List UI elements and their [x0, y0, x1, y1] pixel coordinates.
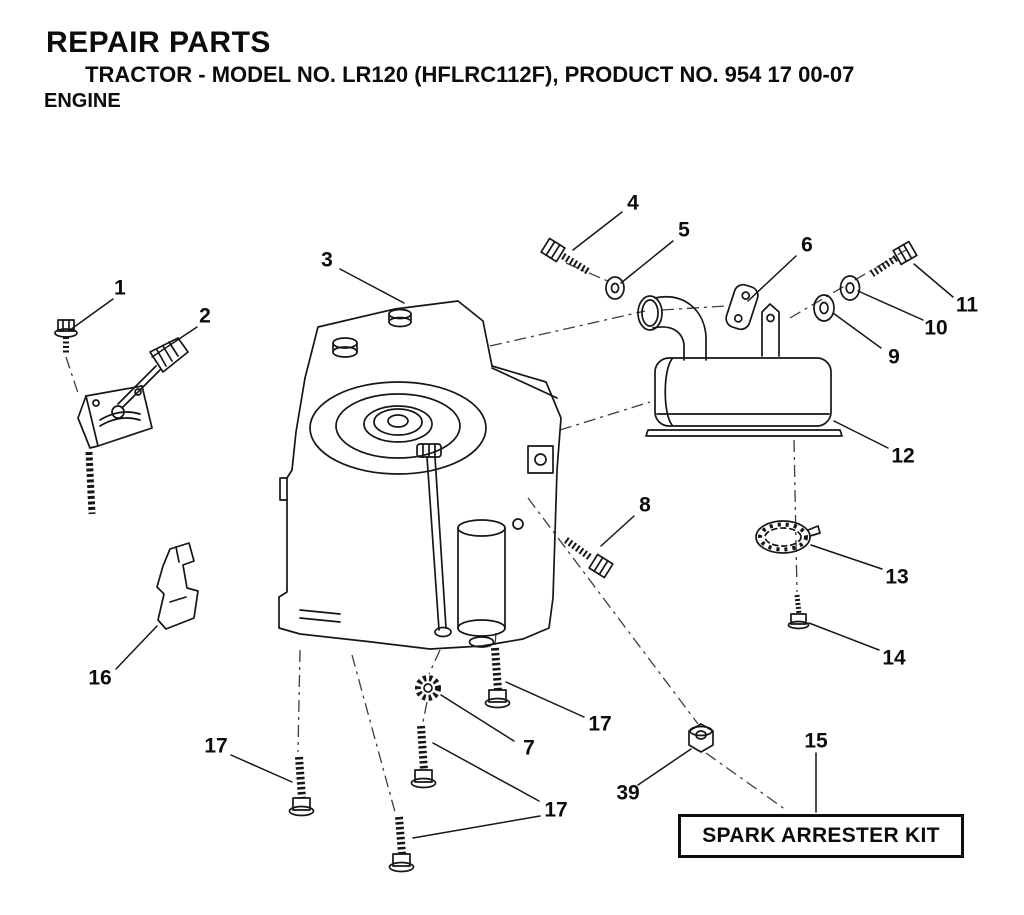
callout-16: 16 — [88, 666, 112, 690]
part-10-washer — [839, 275, 861, 301]
callout-5: 5 — [678, 218, 690, 242]
part-13-spark-arrester-screen — [755, 520, 821, 554]
part-17-bolt-bottom — [388, 816, 415, 873]
callout-13: 13 — [885, 565, 909, 589]
callout-7: 7 — [523, 736, 535, 760]
callout-11: 11 — [955, 293, 979, 317]
part-16-bracket — [156, 542, 199, 630]
callout-39: 39 — [616, 781, 640, 805]
part-9-washer — [813, 294, 835, 322]
callout-3: 3 — [321, 248, 333, 272]
section-label: ENGINE — [44, 90, 121, 112]
model-line: TRACTOR - MODEL NO. LR120 (HFLRC112F), P… — [85, 62, 855, 87]
callout-12: 12 — [891, 444, 915, 468]
callout-10: 10 — [924, 316, 948, 340]
part-11-bolt — [870, 240, 918, 277]
part-12-muffler — [645, 303, 843, 437]
callout-17-left: 17 — [204, 734, 228, 758]
callout-8: 8 — [639, 493, 651, 517]
leader-lines — [69, 211, 954, 839]
callout-17-mid: 17 — [588, 712, 612, 736]
callout-2: 2 — [199, 304, 211, 328]
part-39-nut — [688, 723, 714, 753]
callout-1: 1 — [114, 276, 126, 300]
part-17-bolt-right — [484, 647, 511, 709]
part-7-lock-washer — [415, 675, 441, 701]
spark-arrester-kit-box: SPARK ARRESTER KIT — [678, 814, 964, 858]
part-5-washer — [605, 276, 625, 300]
callout-6: 6 — [801, 233, 813, 257]
part-4-bolt — [540, 237, 591, 275]
spark-arrester-kit-label: SPARK ARRESTER KIT — [702, 824, 940, 847]
part-3-engine — [278, 300, 562, 650]
callout-4: 4 — [627, 191, 639, 215]
page-title: REPAIR PARTS — [46, 26, 271, 59]
callout-9: 9 — [888, 345, 900, 369]
part-17-bolt-middle — [410, 725, 437, 789]
part-6-gasket — [725, 283, 759, 331]
part-8-bolt — [563, 537, 614, 579]
callout-17-bottom: 17 — [544, 798, 568, 822]
part-14-screw — [787, 594, 810, 630]
exhaust-pipe — [637, 295, 707, 361]
part-1-bolt — [54, 319, 78, 353]
part-17-bolt-left — [288, 756, 315, 817]
part-2-throttle-control — [77, 337, 189, 515]
callout-15: 15 — [804, 729, 828, 753]
callout-14: 14 — [882, 646, 906, 670]
